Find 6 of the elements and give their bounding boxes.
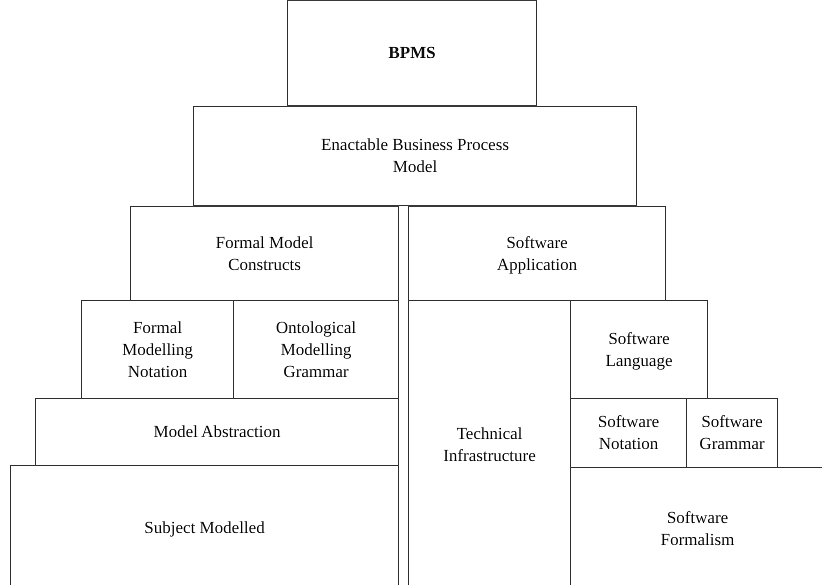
- layer-block: Subject Modelled: [10, 465, 399, 585]
- layer-block: BPMS: [287, 0, 537, 106]
- layer-block: Software Application: [408, 206, 666, 301]
- layer-block: Model Abstraction: [35, 398, 399, 466]
- layer-block: Enactable Business Process Model: [193, 106, 637, 206]
- layer-block: Formal Model Constructs: [130, 206, 399, 301]
